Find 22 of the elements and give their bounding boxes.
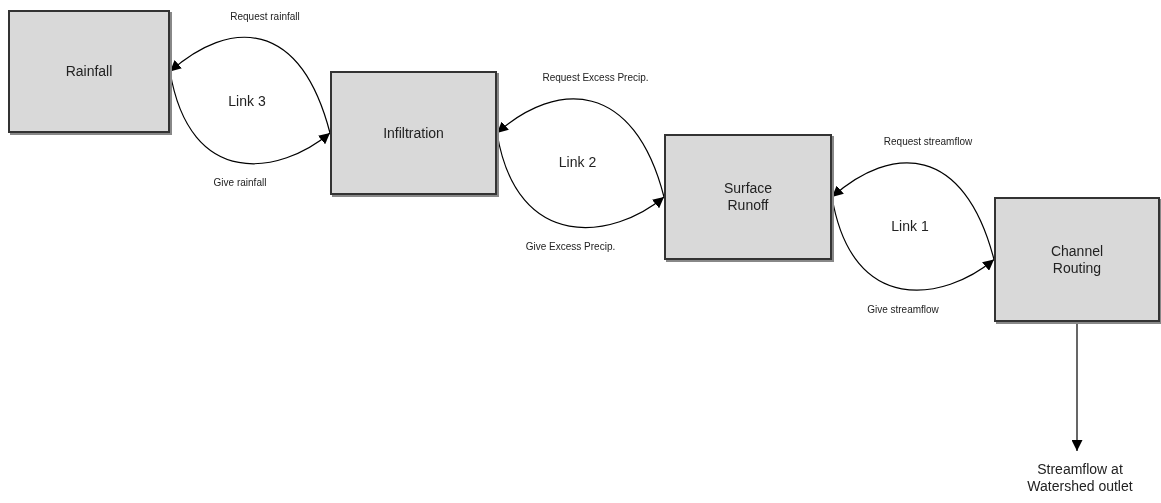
edge-label: Request streamflow [882, 135, 974, 147]
arrow [831, 162, 995, 261]
arrow [496, 98, 665, 198]
process-box [994, 197, 1160, 322]
edge-label: Give rainfall [212, 176, 268, 188]
arrow [169, 36, 331, 134]
edge-label: Give streamflow [866, 303, 940, 314]
link-label: Link 1 [891, 218, 929, 234]
outlet-label: Streamflow at Watershed outlet [1026, 461, 1134, 495]
box-label: Channel Routing [1049, 242, 1105, 277]
process-box [330, 71, 497, 195]
process-box [664, 134, 832, 260]
box-label: Surface Runoff [722, 180, 774, 214]
link-label: Link 2 [558, 154, 597, 170]
box-label: Infiltration [383, 124, 444, 142]
process-box [8, 10, 170, 133]
edge-label: Give Excess Precip. [524, 240, 617, 252]
edge-label: Request rainfall [229, 10, 301, 21]
link-label: Link 3 [228, 92, 266, 109]
edge-label: Request Excess Precip. [541, 71, 650, 83]
arrow [1071, 321, 1083, 452]
box-label: Rainfall [65, 63, 113, 80]
